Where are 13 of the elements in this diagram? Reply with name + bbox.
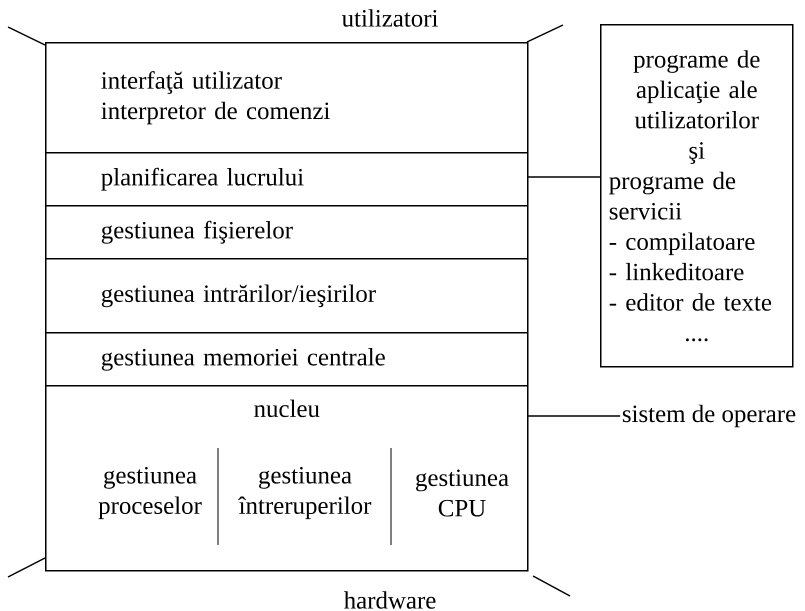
- layer-band: interfaţă utilizator interpretor de comenzi: [45, 42, 528, 154]
- leader-line: [528, 415, 620, 417]
- kernel-part: gestiunea proceselor: [98, 466, 202, 520]
- layer-band: planificarea lucrului: [45, 152, 528, 206]
- callout-text: sistem de operare: [622, 404, 796, 428]
- programs-box: programe de aplicaţie ale utilizatorilor şi programe de servicii - compilatoare - linkeditoare - editor de texte ....: [600, 24, 794, 368]
- connector-line: [528, 176, 600, 178]
- kernel-part: gestiunea întreruperilor: [238, 466, 372, 520]
- layer-label: hardware: [344, 591, 436, 609]
- layer-band: gestiunea fişierelor: [45, 205, 528, 260]
- kernel-part: gestiunea CPU: [416, 469, 509, 517]
- layer-band: gestiunea memoriei centrale: [45, 332, 528, 386]
- layer-band: gestiunea intrărilor/ieşirilor: [45, 258, 528, 334]
